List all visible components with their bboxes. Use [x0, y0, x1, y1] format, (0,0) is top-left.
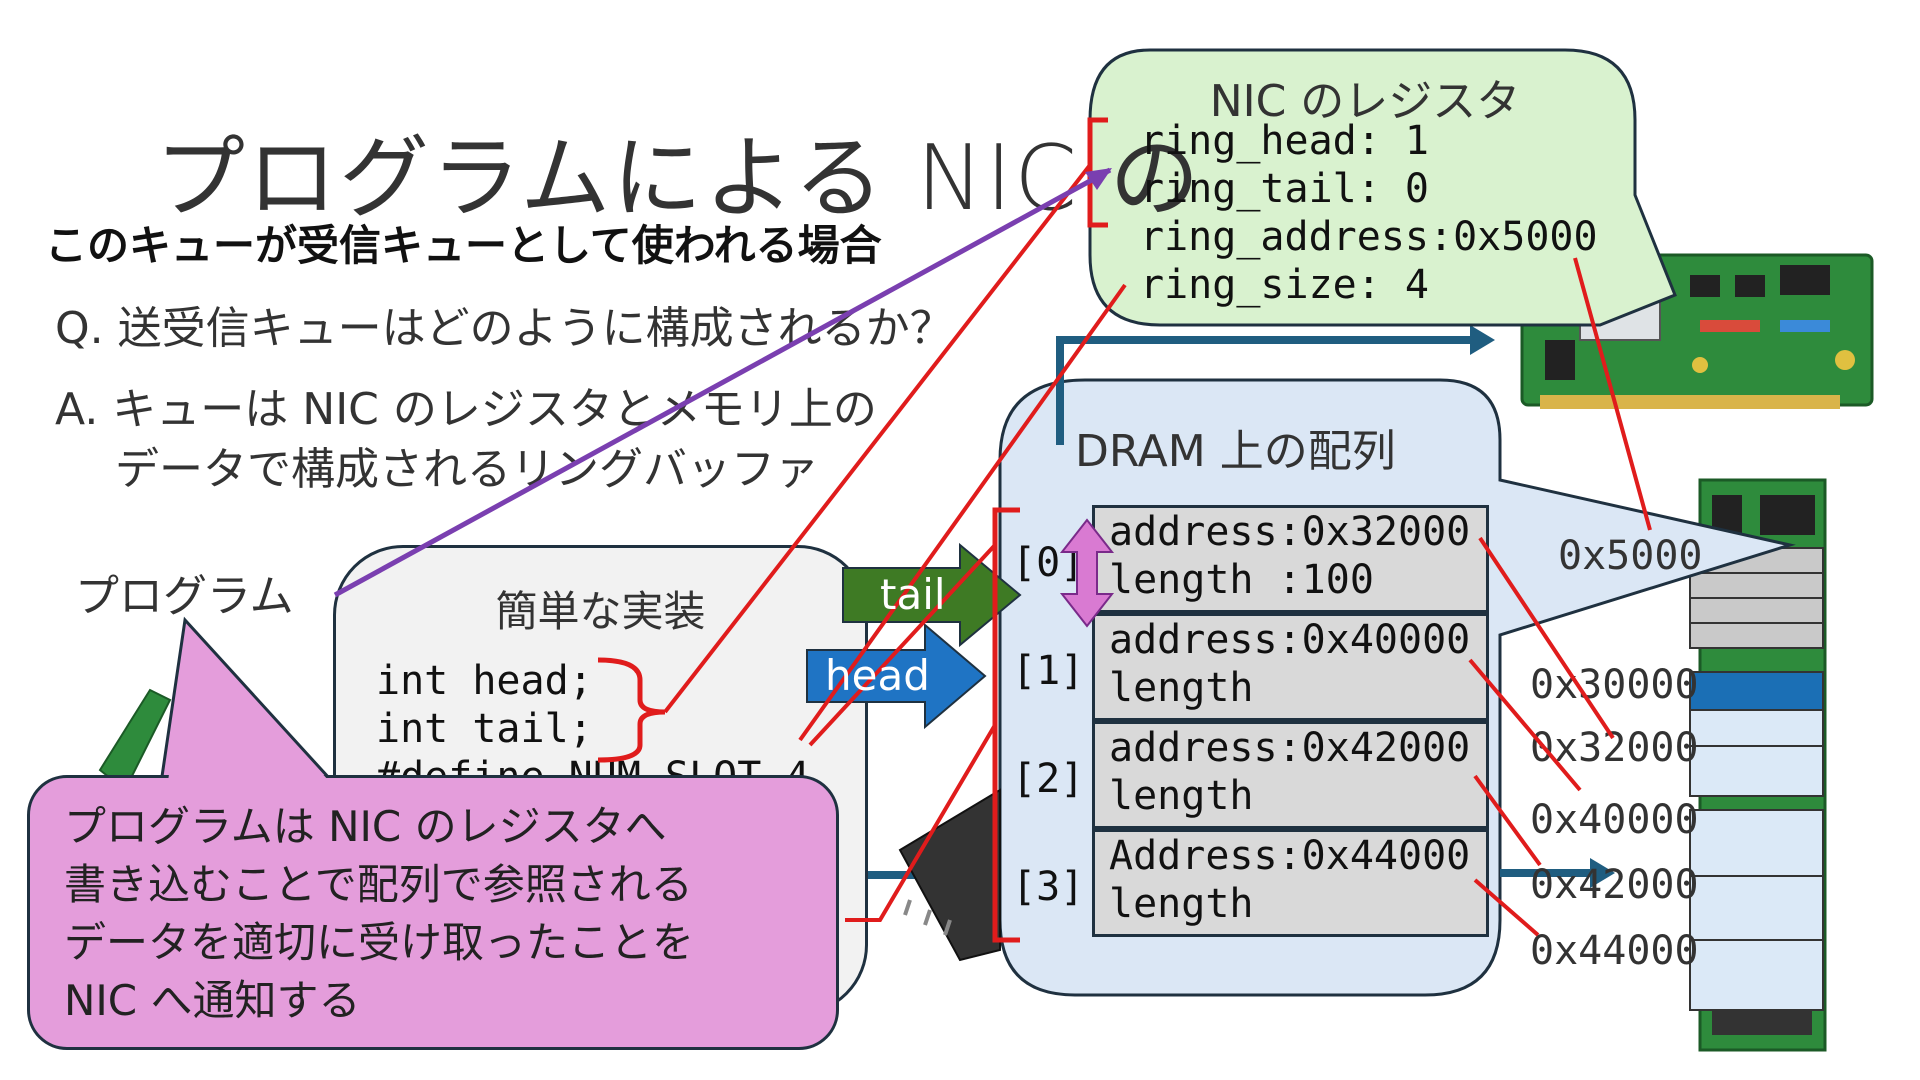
- answer-line-1: A. キューは NIC のレジスタとメモリ上の: [55, 384, 877, 435]
- slot-0: address:0x32000 length :100: [1092, 505, 1489, 613]
- slot-2-address: address:0x42000: [1109, 725, 1471, 771]
- slot-3: Address:0x44000 length: [1092, 829, 1489, 937]
- register-ring-address: ring_address:0x5000: [1140, 214, 1598, 260]
- memory-address-label: 0x30000: [1530, 662, 1699, 708]
- program-label: プログラム: [75, 571, 294, 622]
- slot-3-address: Address:0x44000: [1109, 833, 1471, 879]
- slide-title: プログラムによる NIC の: [155, 126, 1202, 231]
- double-arrow-icon: [1059, 518, 1115, 628]
- slot-0-address: address:0x32000: [1109, 509, 1471, 555]
- question-text: Q. 送受信キューはどのように構成されるか？: [55, 303, 954, 354]
- callout-line-4: NIC へ通知する: [64, 976, 361, 1025]
- slot-2-length: length: [1109, 773, 1254, 819]
- slot-index-2: [2]: [1012, 756, 1085, 802]
- slide-subtitle: このキューが受信キューとして使われる場合: [45, 221, 882, 270]
- register-ring-head: ring_head: 1: [1140, 118, 1429, 164]
- code-line-tail: int tail;: [376, 706, 593, 752]
- callout-line-2: 書き込むことで配列で参照される: [64, 860, 693, 909]
- slot-2: address:0x42000 length: [1092, 721, 1489, 829]
- code-box-title: 簡単な実装: [495, 587, 706, 636]
- memory-address-label: 0x5000: [1558, 533, 1703, 579]
- cpu-chip-icon: [898, 788, 1001, 962]
- register-ring-tail: ring_tail: 0: [1140, 166, 1429, 212]
- answer-text: A. キューは NIC のレジスタとメモリ上の データで構成されるリングバッファ: [55, 380, 877, 500]
- callout-line-3: データを適切に受け取ったことを: [64, 918, 695, 967]
- slot-1-address: address:0x40000: [1109, 617, 1471, 663]
- notification-callout: プログラムは NIC のレジスタへ 書き込むことで配列で参照される データを適切…: [27, 775, 839, 1050]
- slot-index-3: [3]: [1012, 864, 1085, 910]
- slot-index-1: [1]: [1012, 648, 1085, 694]
- tail-label: tail: [880, 570, 946, 619]
- callout-line-1: プログラムは NIC のレジスタへ: [64, 802, 667, 851]
- memory-address-label: 0x44000: [1530, 928, 1699, 974]
- register-bubble: [1088, 48, 1677, 327]
- head-label: head: [825, 651, 930, 700]
- slot-1-length: length: [1109, 665, 1254, 711]
- register-title: NIC のレジスタ: [1209, 76, 1521, 127]
- slot-0-length: length :100: [1109, 557, 1374, 603]
- slot-3-length: length: [1109, 881, 1254, 927]
- dram-title: DRAM 上の配列: [1075, 426, 1396, 477]
- code-line-head: int head;: [376, 658, 593, 704]
- memory-address-label: 0x42000: [1530, 862, 1699, 908]
- register-ring-size: ring_size: 4: [1140, 262, 1429, 308]
- memory-address-label: 0x40000: [1530, 797, 1699, 843]
- answer-line-2: データで構成されるリングバッファ: [115, 444, 819, 495]
- slot-1: address:0x40000 length: [1092, 613, 1489, 721]
